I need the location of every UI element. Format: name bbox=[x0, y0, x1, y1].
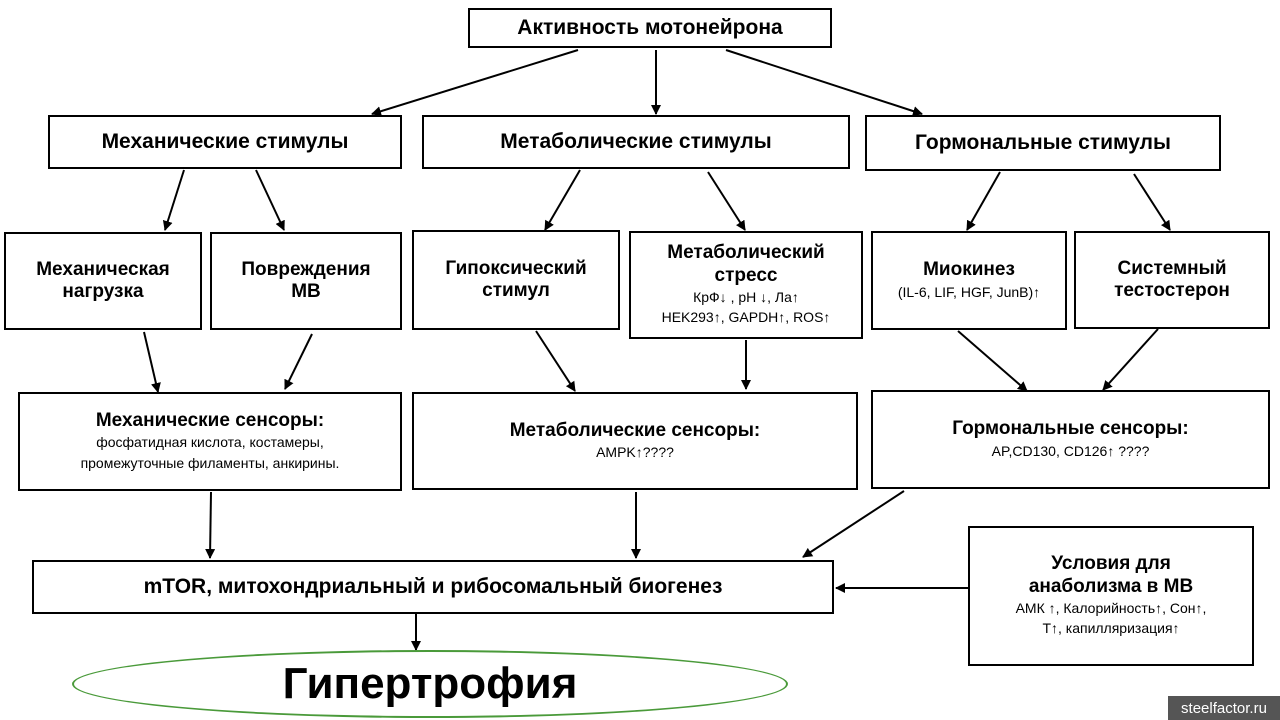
systemic-testosterone-box: Системный тестостерон bbox=[1074, 231, 1270, 329]
hormonal-stimuli-title: Гормональные стимулы bbox=[915, 130, 1171, 154]
arrow-metab-to-stress bbox=[707, 171, 746, 231]
anabolism-conditions-line1: Условия для bbox=[1051, 553, 1171, 575]
metabolic-stress-box: Метаболический стресс КрФ↓ , pH ↓, Ла↑ H… bbox=[629, 231, 863, 339]
mechanical-sensors-title: Механические сенсоры: bbox=[95, 410, 325, 431]
mechanical-load-box: Механическая нагрузка bbox=[4, 232, 202, 330]
anabolism-conditions-box: Условия для анаболизма в МВ АМК ↑, Калор… bbox=[968, 526, 1254, 666]
mechanical-load-line2: нагрузка bbox=[62, 281, 144, 302]
motoneuron-activity-box: Активность мотонейрона bbox=[468, 8, 832, 48]
myokines-title: Миокинез bbox=[923, 259, 1015, 281]
motoneuron-activity-title: Активность мотонейрона bbox=[517, 15, 783, 39]
systemic-testosterone-line2: тестостерон bbox=[1114, 280, 1230, 301]
metabolic-sensors-box: Метаболические сенсоры: AMPK↑???? bbox=[412, 392, 858, 490]
metabolic-stimuli-title: Метаболические стимулы bbox=[500, 129, 772, 153]
hypertrophy-title: Гипертрофия bbox=[282, 659, 578, 708]
fiber-damage-box: Повреждения МВ bbox=[210, 232, 402, 330]
fiber-damage-line2: МВ bbox=[291, 281, 321, 302]
systemic-testosterone-line1: Системный bbox=[1117, 257, 1227, 279]
myokines-box: Миокинез (IL-6, LIF, HGF, JunB)↑ bbox=[871, 231, 1067, 330]
arrow-top-to-horm bbox=[725, 49, 923, 116]
mtor-biogenesis-title: mTOR, митохондриальный и рибосомальный б… bbox=[143, 574, 723, 598]
arrow-hypoxia-to-metabsens bbox=[535, 330, 576, 392]
metabolic-stress-markers-1: КрФ↓ , pH ↓, Ла↑ bbox=[693, 289, 799, 306]
arrow-mech-to-damage bbox=[255, 169, 285, 231]
metabolic-stress-line1: Метаболический bbox=[667, 242, 825, 264]
hormonal-sensors-box: Гормональные сенсоры: AP,CD130, CD126↑ ?… bbox=[871, 390, 1270, 489]
hypoxic-stimulus-line2: стимул bbox=[482, 280, 550, 301]
mechanical-stimuli-box: Механические стимулы bbox=[48, 115, 402, 169]
anabolism-conditions-line2: анаболизма в МВ bbox=[1028, 575, 1194, 597]
arrow-damage-to-mechsens bbox=[284, 333, 313, 390]
arrow-metab-to-hypoxia bbox=[544, 169, 581, 231]
mechanical-sensors-box: Механические сенсоры: фосфатидная кислот… bbox=[18, 392, 402, 491]
hormonal-stimuli-box: Гормональные стимулы bbox=[865, 115, 1221, 171]
arrow-mechsens-to-mtor bbox=[205, 491, 216, 559]
mtor-biogenesis-box: mTOR, митохондриальный и рибосомальный б… bbox=[32, 560, 834, 614]
hormonal-sensors-title: Гормональные сенсоры: bbox=[952, 418, 1189, 440]
mechanical-sensors-list-2: промежуточные филаменты, анкирины. bbox=[80, 454, 340, 471]
arrow-myokines-to-hormsens bbox=[957, 330, 1028, 392]
arrow-hormsens-to-mtor bbox=[802, 490, 905, 558]
hypoxic-stimulus-line1: Гипоксический bbox=[445, 257, 587, 279]
metabolic-sensors-list: AMPK↑???? bbox=[596, 444, 674, 461]
metabolic-stress-line2: стресс bbox=[714, 264, 778, 286]
arrow-load-to-mechsens bbox=[143, 331, 161, 393]
myokines-list: (IL-6, LIF, HGF, JunB)↑ bbox=[897, 283, 1041, 300]
mechanical-load-line1: Механическая bbox=[36, 258, 170, 280]
metabolic-stimuli-box: Метаболические стимулы bbox=[422, 115, 850, 169]
fiber-damage-line1: Повреждения bbox=[241, 258, 371, 280]
hormonal-sensors-list: AP,CD130, CD126↑ ???? bbox=[991, 442, 1150, 459]
metabolic-stress-markers-2: HEK293↑, GAPDH↑, ROS↑ bbox=[661, 309, 831, 326]
metabolic-sensors-title: Метаболические сенсоры: bbox=[509, 419, 761, 441]
anabolism-conditions-list-2: Т↑, капилляризация↑ bbox=[1042, 620, 1180, 637]
arrow-horm-to-myokines bbox=[966, 171, 1001, 231]
hypertrophy-ellipse bbox=[72, 650, 788, 718]
arrow-mech-to-load bbox=[162, 169, 185, 231]
mechanical-stimuli-title: Механические стимулы bbox=[101, 129, 349, 153]
arrow-horm-to-testo bbox=[1133, 173, 1171, 231]
arrow-testo-to-hormsens bbox=[1102, 328, 1159, 391]
anabolism-conditions-list-1: АМК ↑, Калорийность↑, Сон↑, bbox=[1015, 600, 1207, 617]
mechanical-sensors-list-1: фосфатидная кислота, костамеры, bbox=[96, 434, 324, 451]
hypoxic-stimulus-box: Гипоксический стимул bbox=[412, 230, 620, 330]
watermark: steelfactor.ru bbox=[1168, 696, 1280, 720]
arrow-top-to-mech bbox=[371, 49, 579, 117]
